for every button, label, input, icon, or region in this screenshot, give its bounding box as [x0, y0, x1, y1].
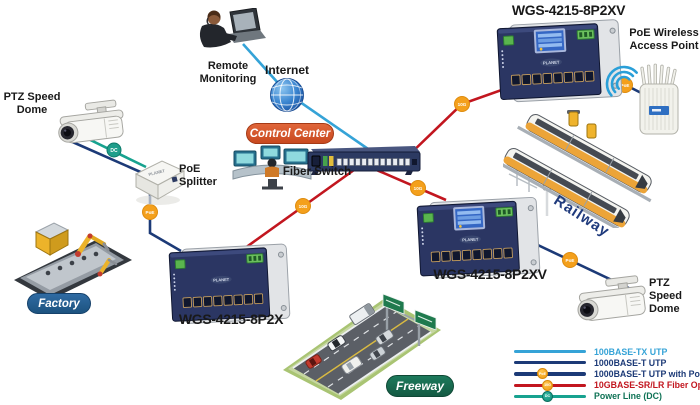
legend-label-1000base: 1000BASE-T UTP — [594, 357, 667, 368]
badge-10g-top: 10G — [454, 96, 470, 112]
legend-row-10g-fiber: 10G 10GBASE-SR/LR Fiber Optic — [514, 379, 700, 391]
link-fiber-right-switch — [371, 166, 447, 202]
vehicle-silver-car — [369, 346, 386, 361]
svg-text:10G: 10G — [299, 204, 308, 209]
control-center-badge: Control Center — [246, 123, 334, 144]
switch-right-device: PLANET — [416, 196, 541, 279]
fiber-switch-label: Fiber Switch — [282, 166, 352, 178]
svg-text:10G: 10G — [458, 102, 467, 107]
legend: 100BASE-TX UTP 1000BASE-T UTP PoE 1000BA… — [514, 346, 700, 402]
vehicle-red-car — [305, 354, 322, 369]
legend-10g-dot: 10G — [542, 379, 553, 391]
wireless-ap-device — [605, 63, 679, 135]
brand-text: PLANET — [462, 237, 479, 243]
legend-line-1000base-poe: PoE — [514, 368, 586, 380]
legend-line-power-dc: DC — [514, 390, 586, 402]
switch-right-label: WGS-4215-8P2XV — [433, 266, 547, 282]
link-utp-camera-splitter — [67, 138, 146, 176]
railway-scene — [503, 110, 652, 228]
ptz-dome-right-label: PTZ Speed Dome — [649, 277, 683, 315]
internet-label: Internet — [264, 63, 309, 77]
internet-globe — [270, 78, 304, 112]
ptz-camera-left — [58, 99, 124, 144]
switch-left-device: PLANET — [168, 243, 291, 324]
vehicle-police-car — [327, 335, 346, 352]
wireless-ap-label: PoE Wireless Access Point — [629, 27, 699, 52]
svg-text:PoE: PoE — [146, 210, 155, 215]
legend-dc-dot: DC — [542, 390, 553, 402]
factory-scene — [14, 222, 132, 300]
ap-antennas — [640, 63, 677, 88]
legend-label-10g-fiber: 10GBASE-SR/LR Fiber Optic — [594, 380, 700, 391]
wifi-icon — [605, 65, 638, 97]
ptz-camera-right — [577, 275, 646, 321]
legend-row-power-dc: DC Power Line (DC) — [514, 390, 700, 402]
vehicle-van — [375, 329, 394, 346]
ptz-dome-left-label: PTZ Speed Dome — [3, 91, 61, 116]
vehicle-rv — [341, 356, 362, 374]
freeway-scene — [283, 293, 441, 400]
legend-label-power-dc: Power Line (DC) — [594, 391, 662, 402]
control-center-console — [232, 145, 312, 190]
remote-monitoring-person — [199, 8, 266, 48]
poe-splitter-label: PoE Splitter — [179, 163, 217, 188]
train-lower — [503, 148, 630, 228]
legend-poe-dot: PoE — [537, 368, 548, 380]
vehicle-truck — [349, 303, 375, 325]
legend-label-1000base-poe: 1000BASE-T UTP with PoE — [594, 368, 700, 379]
badge-10g-left: 10G — [295, 198, 311, 214]
svg-text:10G: 10G — [414, 186, 423, 191]
switch-top-label: WGS-4215-8P2XV — [511, 2, 626, 18]
legend-line-1000base — [514, 361, 586, 365]
fiber-switch-device — [307, 146, 421, 175]
svg-text:PoE: PoE — [621, 83, 630, 88]
badge-poe-camera: PoE — [562, 252, 578, 268]
train-upper — [516, 114, 652, 203]
remote-monitoring-label: Remote Monitoring — [199, 60, 257, 85]
legend-line-10g-fiber: 10G — [514, 379, 586, 391]
brand-text: PLANET — [213, 277, 230, 283]
badge-dc: DC — [106, 142, 122, 158]
legend-row-1000base: 1000BASE-T UTP — [514, 357, 700, 368]
brand-text: PLANET — [148, 168, 166, 177]
factory-badge: Factory — [27, 293, 91, 314]
legend-row-1000base-poe: PoE 1000BASE-T UTP with PoE — [514, 368, 700, 380]
switch-left-label: WGS-4215-8P2X — [178, 311, 284, 327]
legend-label-100base: 100BASE-TX UTP — [594, 346, 668, 357]
brand-text: PLANET — [543, 60, 560, 66]
svg-text:PoE: PoE — [566, 258, 575, 263]
poe-splitter-device: PLANET — [134, 160, 186, 205]
switch-top-device: PLANET — [496, 19, 623, 103]
legend-row-100base: 100BASE-TX UTP — [514, 346, 700, 357]
svg-text:DC: DC — [110, 148, 118, 154]
badge-10g-right: 10G — [410, 180, 426, 196]
legend-line-100base — [514, 350, 586, 354]
freeway-badge: Freeway — [386, 375, 454, 397]
